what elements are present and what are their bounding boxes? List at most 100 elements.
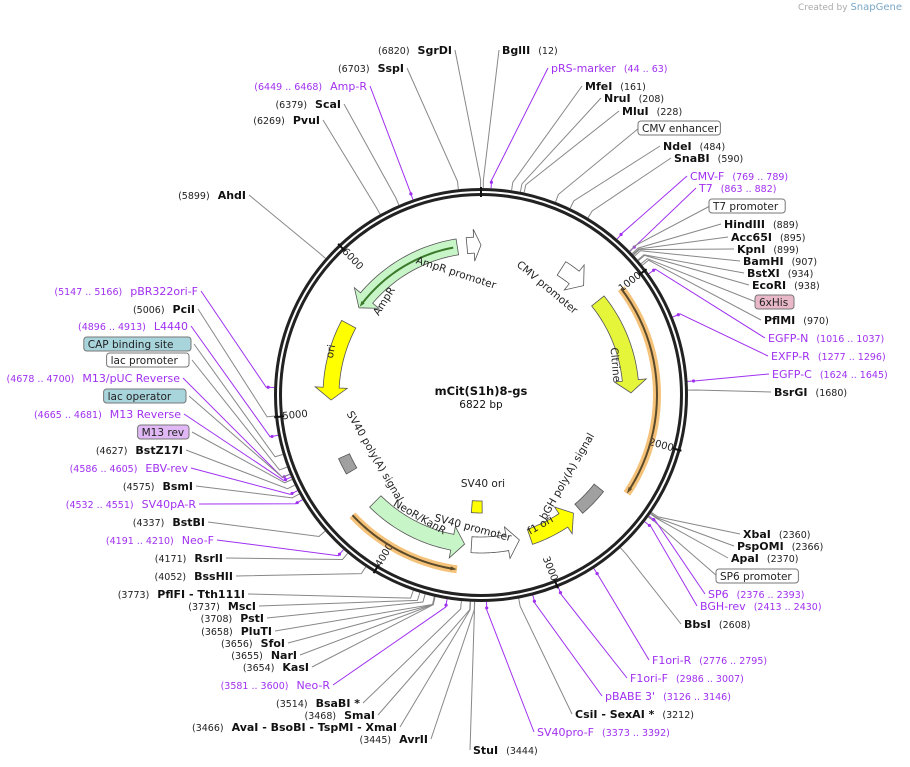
label-primer-f1ori-r[interactable]: F1ori-R(2776 .. 2795) (652, 654, 767, 667)
feature-ampr[interactable] (353, 238, 460, 309)
enzyme-label: KpnI(899) (737, 243, 799, 256)
label-enzyme-ecori[interactable]: EcoRI(938) (752, 279, 820, 292)
label-primer-neo-f[interactable]: (4191 .. 4210)Neo-F (106, 534, 214, 547)
label-enzyme-bglii[interactable]: BglII(12) (502, 44, 558, 57)
label-primer-egfp-n[interactable]: EGFP-N(1016 .. 1037) (768, 332, 884, 345)
label-enzyme-pflfi-tth111i[interactable]: (3773)PflFI - Tth111I (118, 588, 245, 601)
label-enzyme-pspomi[interactable]: PspOMI(2366) (737, 540, 823, 553)
enzyme-name: BstXI (747, 267, 780, 280)
label-enzyme-bstz17i[interactable]: (4627)BstZ17I (96, 444, 183, 457)
label-primer-l4440[interactable]: (4896 .. 4913)L4440 (78, 320, 188, 333)
label-primer-prs-marker[interactable]: pRS-marker(44 .. 63) (551, 62, 668, 75)
label-enzyme-mfei[interactable]: MfeI(161) (585, 80, 646, 93)
feature-f1-ori[interactable] (526, 506, 574, 545)
label-enzyme-pcii[interactable]: (5006)PciI (133, 303, 195, 316)
feature-sv40-ori[interactable] (470, 500, 483, 514)
label-enzyme-pflmi[interactable]: PflMI(970) (764, 314, 829, 327)
label-enzyme-bamhi[interactable]: BamHI(907) (743, 255, 817, 268)
enzyme-location: (208) (639, 94, 665, 105)
enzyme-location: (3212) (662, 710, 694, 721)
label-primer-pbr322ori-f[interactable]: (5147 .. 5166)pBR322ori-F (54, 285, 198, 298)
label-enzyme-kpni[interactable]: KpnI(899) (737, 243, 799, 256)
label-enzyme-hindiii[interactable]: HindIII(889) (724, 218, 799, 231)
label-enzyme-bstxi[interactable]: BstXI(934) (747, 267, 813, 280)
primer-site-mark (532, 599, 536, 603)
label-enzyme-bbsi[interactable]: BbsI(2608) (684, 618, 751, 631)
enzyme-location: (6379) (275, 100, 307, 111)
label-enzyme-bsabi-[interactable]: (3514)BsaBI * (276, 697, 360, 710)
label-primer-ebv-rev[interactable]: (4586 .. 4605)EBV-rev (70, 462, 189, 475)
label-primer-neo-r[interactable]: (3581 .. 3600)Neo-R (221, 679, 331, 692)
label-primer-bgh-rev[interactable]: BGH-rev(2413 .. 2430) (700, 600, 822, 613)
enzyme-location: (3737) (188, 602, 220, 613)
enzyme-location: (3514) (276, 699, 308, 710)
label-enzyme-rsrii[interactable]: (4171)RsrII (155, 552, 223, 565)
enzyme-location: (899) (773, 245, 799, 256)
label-enzyme-smai[interactable]: (3468)SmaI (305, 709, 376, 722)
label-enzyme-xbai[interactable]: XbaI(2360) (743, 528, 810, 541)
label-enzyme-avrii[interactable]: (3445)AvrII (360, 733, 429, 746)
label-primer-f1ori-f[interactable]: F1ori-F(2986 .. 3007) (630, 672, 744, 685)
label-primer-t7[interactable]: T7(863 .. 882) (698, 182, 776, 195)
label-primer-pbabe-3-[interactable]: pBABE 3'(3126 .. 3146) (605, 690, 731, 703)
label-primer-sv40pro-f[interactable]: SV40pro-F(3373 .. 3392) (537, 726, 670, 739)
primer-label: CMV-F(769 .. 789) (690, 170, 788, 183)
label-feature-m13-rev[interactable]: M13 rev (137, 424, 190, 440)
enzyme-location: (228) (657, 107, 683, 118)
label-enzyme-bsrgi[interactable]: BsrGI(1680) (774, 386, 847, 399)
label-enzyme-pvui[interactable]: (6269)PvuI (253, 114, 320, 127)
feature-label-box (106, 352, 190, 368)
label-enzyme-ndei[interactable]: NdeI(484) (663, 140, 725, 153)
label-feature-lac-operator[interactable]: lac operator (103, 388, 187, 404)
label-feature-cmv-enhancer[interactable]: CMV enhancer (637, 120, 721, 136)
label-enzyme-csii-sexai-[interactable]: CsiI - SexAI *(3212) (575, 708, 694, 721)
label-primer-amp-r[interactable]: (6449 .. 6468)Amp-R (254, 80, 367, 93)
label-enzyme-ahdi[interactable]: (5899)AhdI (178, 189, 246, 202)
feature-sv40-poly-a-signal[interactable] (338, 453, 358, 475)
label-enzyme-bsmi[interactable]: (4575)BsmI (123, 480, 193, 493)
label-feature-lac-promoter[interactable]: lac promoter (106, 352, 190, 368)
label-feature-sp6-promoter[interactable]: SP6 promoter (715, 568, 799, 584)
label-enzyme-psti[interactable]: (3708)PstI (201, 612, 264, 625)
label-enzyme-sfoi[interactable]: (3656)SfoI (221, 637, 285, 650)
label-primer-cmv-f[interactable]: CMV-F(769 .. 789) (690, 170, 788, 183)
label-enzyme-sgrdi[interactable]: (6820)SgrDI (378, 44, 452, 57)
label-enzyme-apai[interactable]: ApaI(2370) (731, 552, 799, 565)
label-primer-sp6[interactable]: SP6(2376 .. 2393) (708, 588, 804, 601)
label-primer-m13-reverse[interactable]: (4665 .. 4681)M13 Reverse (34, 408, 181, 421)
label-enzyme-acc65i[interactable]: Acc65I(895) (731, 231, 806, 244)
leader-line (299, 596, 436, 656)
label-enzyme-sspi[interactable]: (6703)SspI (338, 62, 404, 75)
label-primer-sv40pa-r[interactable]: (4532 .. 4551)SV40pA-R (66, 498, 197, 511)
label-enzyme-snabi[interactable]: SnaBI(590) (674, 152, 743, 165)
label-enzyme-avai-bsobi-tspmi-xmai[interactable]: (3466)AvaI - BsoBI - TspMI - XmaI (192, 721, 397, 734)
label-enzyme-kasi[interactable]: (3654)KasI (243, 661, 309, 674)
feature-citrine[interactable] (591, 295, 648, 394)
label-feature-cap-binding-site[interactable]: CAP binding site (83, 336, 192, 352)
label-primer-m13-puc-reverse[interactable]: (4678 .. 4700)M13/pUC Reverse (7, 372, 181, 385)
label-feature-6xhis[interactable]: 6xHis (754, 294, 795, 310)
feature-cmv-promoter[interactable] (556, 261, 585, 291)
feature-sv40-promoter[interactable] (470, 525, 520, 560)
orf-arrow[interactable] (620, 287, 658, 494)
label-enzyme-bsshii[interactable]: (4052)BssHII (155, 570, 233, 583)
feature-bgh-poly-a-signal[interactable] (574, 483, 605, 514)
feature-ampr-promoter[interactable] (465, 229, 482, 262)
label-primer-exfp-r[interactable]: EXFP-R(1277 .. 1296) (771, 350, 886, 363)
enzyme-label: (3656)SfoI (221, 637, 285, 650)
enzyme-location: (4337) (133, 518, 165, 529)
feature-neor-kanr[interactable] (369, 495, 466, 560)
primer-name: SP6 (708, 588, 729, 601)
label-feature-t7-promoter[interactable]: T7 promoter (708, 198, 786, 214)
label-enzyme-bstbi[interactable]: (4337)BstBI (133, 516, 205, 529)
label-enzyme-pluti[interactable]: (3658)PluTI (201, 625, 272, 638)
primer-site-mark (619, 232, 623, 237)
label-enzyme-nari[interactable]: (3655)NarI (231, 649, 297, 662)
feature-ori[interactable] (314, 319, 357, 401)
label-enzyme-stui[interactable]: StuI(3444) (473, 744, 538, 757)
label-enzyme-nrui[interactable]: NruI(208) (604, 92, 664, 105)
label-enzyme-mlui[interactable]: MluI(228) (622, 105, 682, 118)
label-primer-egfp-c[interactable]: EGFP-C(1624 .. 1645) (772, 368, 888, 381)
label-enzyme-scai[interactable]: (6379)ScaI (275, 98, 341, 111)
label-enzyme-msci[interactable]: (3737)MscI (188, 600, 256, 613)
